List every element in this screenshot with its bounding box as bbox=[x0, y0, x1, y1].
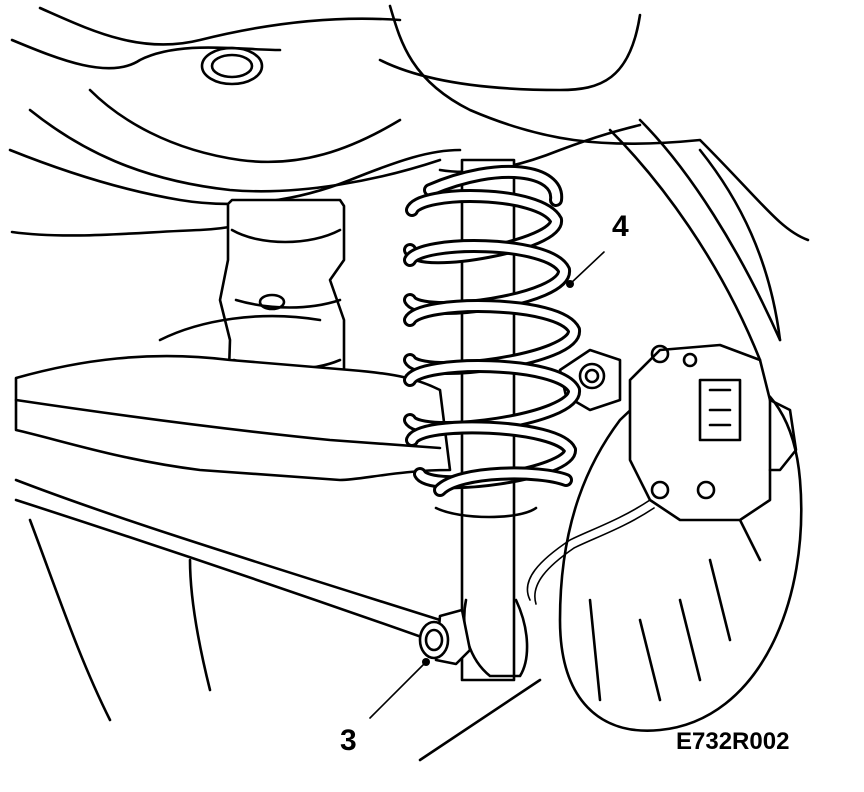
callout-label-4: 4 bbox=[612, 210, 629, 243]
callout-3-leader bbox=[369, 663, 425, 719]
brake-hose bbox=[526, 499, 655, 605]
vehicle-body-outline bbox=[8, 4, 810, 242]
brake-caliper bbox=[628, 343, 798, 522]
figure-code: E732R002 bbox=[676, 728, 790, 755]
trailing-arm bbox=[14, 314, 452, 722]
lower-mounting-bolt bbox=[418, 608, 542, 762]
callout-4-dot bbox=[566, 280, 574, 288]
callout-label-3: 3 bbox=[340, 724, 357, 757]
coil-spring bbox=[403, 164, 581, 519]
callout-4-leader bbox=[569, 251, 605, 285]
callout-3-dot bbox=[422, 658, 430, 666]
